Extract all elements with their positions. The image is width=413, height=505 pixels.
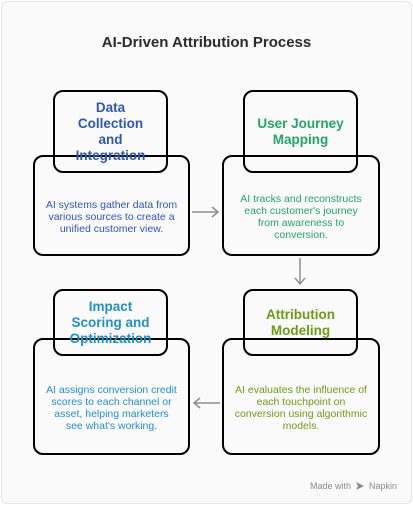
arrow-left-icon <box>192 397 220 409</box>
step-data-collection-card: AI systems gather data from various sour… <box>33 155 190 256</box>
step-user-journey-card: AI tracks and reconstructs each customer… <box>222 155 380 256</box>
step-impact-scoring-header: Impact Scoring and Optimization <box>53 289 168 356</box>
step-attribution-modeling-header: Attribution Modeling <box>243 289 358 356</box>
step-user-journey-title: User Journey Mapping <box>257 115 344 147</box>
diagram-title: AI-Driven Attribution Process <box>101 34 312 51</box>
step-impact-scoring-title: Impact Scoring and Optimization <box>69 298 152 346</box>
step-data-collection-text: AI systems gather data from various sour… <box>45 198 178 235</box>
step-data-collection-title: Data Collection and Integration <box>75 99 146 163</box>
arrow-right-icon <box>192 206 220 218</box>
napkin-brand-label: Napkin <box>368 481 397 491</box>
step-attribution-modeling-card: AI evaluates the influence of each touch… <box>222 338 380 455</box>
made-with-label: Made with <box>309 481 351 491</box>
step-impact-scoring-text: AI assigns conversion credit scores to e… <box>46 383 177 432</box>
step-data-collection-header: Data Collection and Integration <box>53 90 168 173</box>
arrow-down-icon <box>294 258 306 286</box>
made-with-napkin: Made with Napkin <box>310 481 397 491</box>
napkin-logo-icon <box>355 482 364 490</box>
step-attribution-modeling-text: AI evaluates the influence of each touch… <box>234 383 368 432</box>
step-user-journey-text: AI tracks and reconstructs each customer… <box>240 192 362 241</box>
step-user-journey-header: User Journey Mapping <box>243 90 358 173</box>
step-impact-scoring-card: AI assigns conversion credit scores to e… <box>33 338 190 455</box>
step-attribution-modeling-title: Attribution Modeling <box>266 306 335 338</box>
